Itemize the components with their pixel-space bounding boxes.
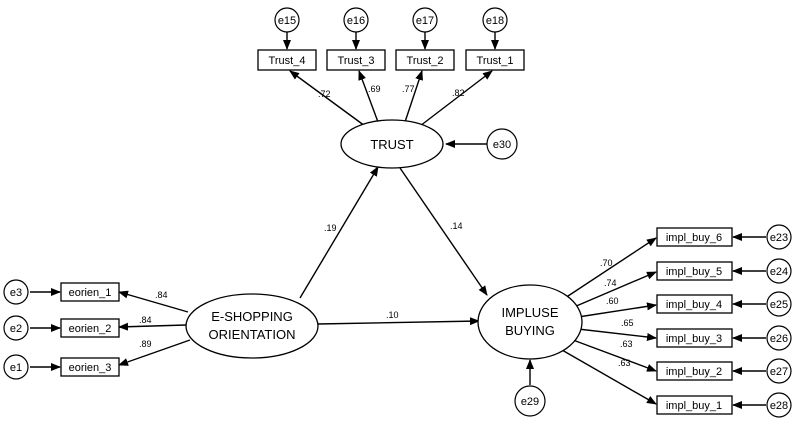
- latent-eshopping-orientation: E-SHOPPING ORIENTATION: [185, 293, 319, 359]
- error-e30: e30: [486, 128, 518, 160]
- edge-eshop-impulse: [317, 317, 480, 326]
- edge-impulse-impl5: [573, 271, 657, 308]
- indicator-impl-buy-5: impl_buy_5: [656, 261, 733, 281]
- loading-impl-buy-6: .70: [600, 258, 613, 268]
- error-e24-label: e24: [770, 266, 788, 278]
- loading-impl-buy-4: .60: [606, 296, 619, 306]
- edge-eshop-eorien2: [118, 322, 187, 331]
- indicator-impl-buy-1: impl_buy_1: [656, 395, 733, 415]
- loading-impl-buy-2: .63: [620, 339, 633, 349]
- edge-eshop-eorien1: [118, 290, 189, 313]
- error-e28-label: e28: [770, 400, 788, 412]
- loading-impl-buy-5: .74: [604, 278, 617, 288]
- loading-trust-3: .69: [368, 84, 381, 94]
- indicator-trust-1: Trust_1: [465, 49, 525, 71]
- error-e3: e3: [3, 279, 29, 305]
- indicator-eorien-2-label: eorien_2: [69, 323, 112, 335]
- error-e23: e23: [766, 224, 792, 250]
- loading-trust-2: .77: [402, 84, 415, 94]
- indicator-impl-buy-1-label: impl_buy_1: [666, 400, 722, 412]
- error-e1-label: e1: [10, 362, 22, 374]
- loading-impl-buy-1: .63: [618, 358, 631, 368]
- error-e23-label: e23: [770, 232, 788, 244]
- indicator-trust-4: Trust_4: [257, 49, 317, 71]
- edge-trust-trust1: [419, 70, 493, 127]
- error-e2: e2: [3, 315, 29, 341]
- latent-impulse-label-1: IMPLUSE: [501, 305, 558, 320]
- error-e18: e18: [482, 7, 508, 33]
- error-e29-label: e29: [521, 396, 539, 408]
- error-e17: e17: [412, 7, 438, 33]
- error-e16: e16: [343, 7, 369, 33]
- error-e15-label: e15: [278, 15, 296, 27]
- indicator-trust-4-label: Trust_4: [269, 55, 306, 67]
- edge-impulse-impl2: [572, 339, 657, 372]
- loading-eorien-3: .89: [139, 339, 152, 349]
- error-e24: e24: [766, 258, 792, 284]
- edge-impulse-impl1: [561, 349, 657, 405]
- error-e26-label: e26: [770, 333, 788, 345]
- indicator-eorien-1: eorien_1: [60, 282, 120, 302]
- indicator-impl-buy-3-label: impl_buy_3: [666, 333, 722, 345]
- path-trust-impulse: .14: [450, 221, 463, 231]
- loading-eorien-2: .84: [139, 315, 152, 325]
- indicator-impl-buy-4-label: impl_buy_4: [666, 299, 722, 311]
- error-e27-label: e27: [770, 366, 788, 378]
- indicator-impl-buy-6-label: impl_buy_6: [666, 232, 722, 244]
- error-e25: e25: [766, 291, 792, 317]
- path-eshop-impulse: .10: [386, 310, 399, 320]
- error-e18-label: e18: [486, 15, 504, 27]
- edge-impulse-impl4: [577, 302, 657, 318]
- edge-trust-impulse: [399, 167, 488, 296]
- indicator-impl-buy-2-label: impl_buy_2: [666, 366, 722, 378]
- latent-impulse-buying: IMPLUSE BUYING: [477, 284, 583, 360]
- edge-trust-trust4: [289, 70, 366, 127]
- loading-impl-buy-3: .65: [621, 318, 634, 328]
- indicator-trust-2: Trust_2: [395, 49, 455, 71]
- error-e2-label: e2: [10, 323, 22, 335]
- loading-eorien-1: .84: [155, 290, 168, 300]
- edge-trust-trust3: [358, 70, 379, 123]
- edge-eshop-trust: [299, 166, 379, 299]
- latent-eshop-label-2: ORIENTATION: [209, 327, 296, 342]
- error-e30-label: e30: [493, 139, 511, 151]
- loading-trust-4: .72: [318, 89, 331, 99]
- indicator-impl-buy-2: impl_buy_2: [656, 361, 733, 381]
- edge-impulse-impl3: [577, 328, 657, 341]
- latent-trust: TRUST: [340, 119, 444, 169]
- error-e16-label: e16: [347, 15, 365, 27]
- loading-trust-1: .82: [452, 88, 465, 98]
- indicator-trust-2-label: Trust_2: [407, 55, 444, 67]
- error-e28: e28: [766, 392, 792, 418]
- latent-impulse-label-2: BUYING: [505, 323, 555, 338]
- edge-impulse-impl6: [564, 237, 657, 299]
- indicator-impl-buy-3: impl_buy_3: [656, 328, 733, 348]
- indicator-impl-buy-4: impl_buy_4: [656, 294, 733, 314]
- error-e25-label: e25: [770, 299, 788, 311]
- indicator-eorien-3: eorien_3: [60, 357, 120, 377]
- latent-trust-label: TRUST: [370, 137, 413, 152]
- error-e15: e15: [274, 7, 300, 33]
- edge-eshop-eorien3: [118, 339, 191, 366]
- path-eshop-trust: .19: [324, 223, 337, 233]
- indicator-trust-1-label: Trust_1: [477, 55, 514, 67]
- error-e3-label: e3: [10, 287, 22, 299]
- error-e1: e1: [3, 354, 29, 380]
- error-e17-label: e17: [416, 15, 434, 27]
- indicator-impl-buy-5-label: impl_buy_5: [666, 266, 722, 278]
- indicator-trust-3: Trust_3: [326, 49, 386, 71]
- indicator-impl-buy-6: impl_buy_6: [656, 227, 733, 247]
- error-e27: e27: [766, 358, 792, 384]
- indicator-eorien-2: eorien_2: [60, 318, 120, 338]
- indicator-eorien-3-label: eorien_3: [69, 362, 112, 374]
- indicator-eorien-1-label: eorien_1: [69, 287, 112, 299]
- error-e29: e29: [514, 385, 546, 417]
- latent-eshop-label-1: E-SHOPPING: [211, 309, 293, 324]
- indicator-trust-3-label: Trust_3: [338, 55, 375, 67]
- error-e26: e26: [766, 325, 792, 351]
- edge-trust-trust2: [404, 70, 423, 123]
